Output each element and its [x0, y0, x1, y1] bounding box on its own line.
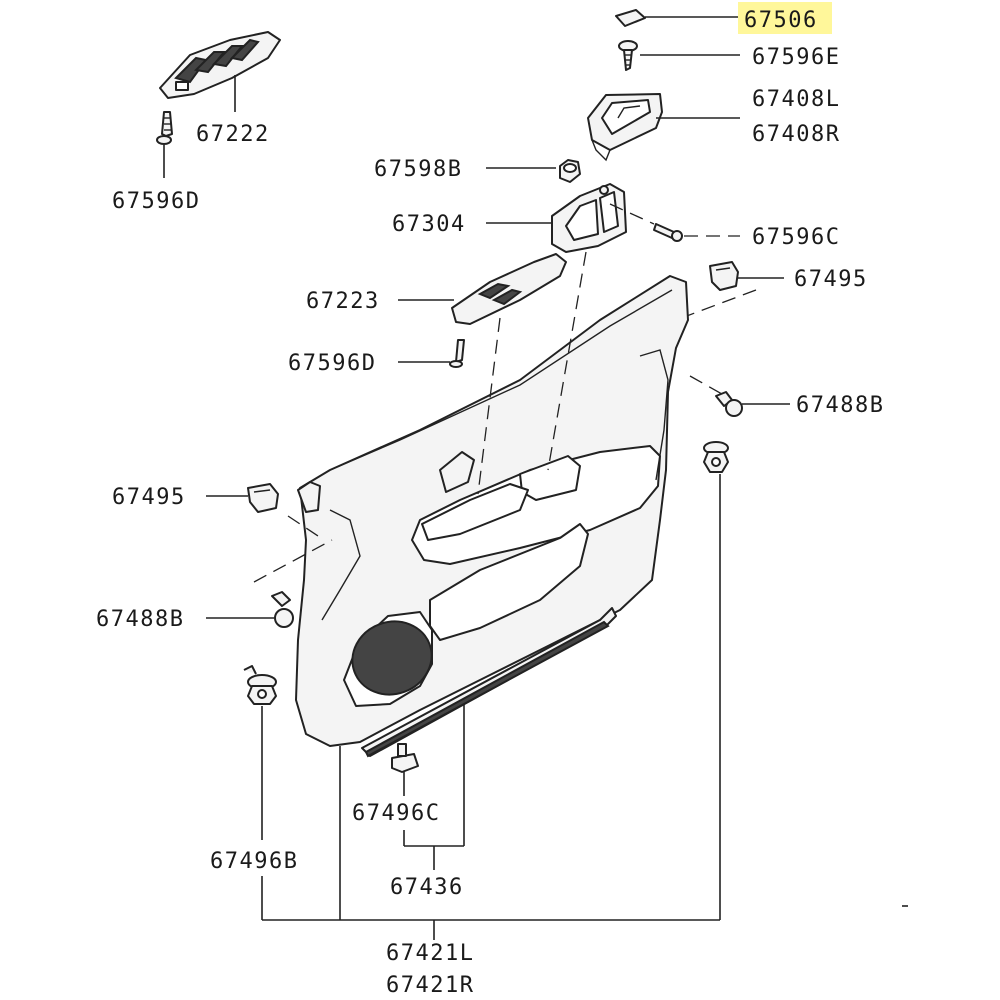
door-trim-panel [295, 275, 689, 747]
part-67596E [618, 40, 638, 71]
part-67598B [559, 159, 581, 183]
label-67496C: 67496C [352, 801, 440, 826]
part-67408 [587, 93, 663, 162]
label-67408L: 67408L [752, 87, 840, 112]
part-67436 [361, 607, 617, 758]
part-67495-right [709, 261, 739, 291]
label-67488B-right: 67488B [796, 393, 884, 418]
label-67408R: 67408R [752, 122, 840, 147]
label-67495-left: 67495 [112, 485, 186, 510]
label-67304: 67304 [392, 212, 466, 237]
part-67495-left [247, 483, 279, 513]
highlight-67506 [738, 2, 832, 34]
label-67488B-left: 67488B [96, 607, 184, 632]
part-67222 [159, 31, 281, 99]
label-67596D-mid: 67596D [288, 351, 376, 376]
part-67488B-left [271, 591, 294, 628]
label-67223: 67223 [306, 289, 380, 314]
label-67596E: 67596E [752, 45, 840, 70]
label-67496B: 67496B [210, 849, 298, 874]
label-67598B: 67598B [374, 157, 462, 182]
part-67596C [653, 223, 683, 242]
label-67421R: 67421R [386, 973, 474, 998]
part-67596D-mid [449, 339, 465, 368]
label-67495-right: 67495 [794, 267, 868, 292]
part-67496B [243, 665, 277, 705]
label-67421L: 67421L [386, 941, 474, 966]
part-67496C [391, 743, 419, 773]
part-67223 [451, 253, 567, 325]
part-grommet-right [703, 441, 729, 473]
part-67506 [615, 9, 646, 27]
label-67596D-top: 67596D [112, 189, 200, 214]
part-67304 [551, 183, 627, 253]
part-67488B-right [715, 391, 743, 417]
label-67596C: 67596C [752, 225, 840, 250]
label-67506: 67506 [744, 8, 818, 33]
label-67436: 67436 [390, 875, 464, 900]
part-67596D-top [156, 111, 173, 145]
label-67222: 67222 [196, 122, 270, 147]
